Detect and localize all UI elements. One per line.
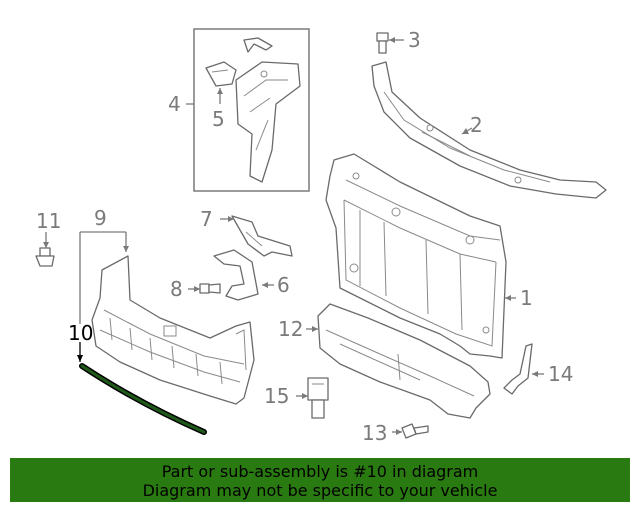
- part-2-upper-tie-bar: [371, 61, 607, 199]
- callout-7: 7: [200, 207, 213, 231]
- part-8-bolt: [199, 283, 221, 294]
- callout-10-arrowhead: [77, 355, 83, 362]
- callout-13: 13: [362, 421, 387, 445]
- part-10-highlighted-strip-fill: [80, 364, 206, 434]
- subassembly-box: [193, 28, 310, 192]
- callout-15: 15: [264, 384, 289, 408]
- callout-6: 6: [277, 273, 290, 297]
- callout-11: 11: [36, 209, 61, 233]
- callout-2: 2: [470, 113, 483, 137]
- part-11-clip: [35, 247, 55, 267]
- part-4-side-bracket: [235, 61, 301, 183]
- part-6-bracket: [213, 249, 259, 301]
- part-1-radiator-support: [325, 153, 507, 359]
- part-3-bolt: [376, 32, 389, 54]
- arrowheads: [43, 37, 538, 435]
- callout-1: 1: [520, 286, 533, 310]
- part-15-sensor: [307, 377, 329, 419]
- part-9-lower-valance: [91, 255, 255, 405]
- callout-9: 9: [94, 206, 107, 230]
- info-banner: Part or sub-assembly is #10 in diagram D…: [10, 458, 630, 502]
- parts-diagram: 1 2 3 4 5 6 7 8 9 10 11 12 13 14 15: [35, 28, 607, 445]
- part-4-clip: [243, 37, 273, 53]
- callout-14: 14: [548, 362, 573, 386]
- part-7-bracket: [231, 215, 293, 257]
- part-14-sensor-bracket: [503, 343, 533, 395]
- callout-3: 3: [408, 28, 421, 52]
- part-12-air-deflector: [317, 303, 491, 419]
- callout-12: 12: [278, 317, 303, 341]
- callout-5: 5: [212, 107, 225, 131]
- banner-line-2: Diagram may not be specific to your vehi…: [142, 481, 498, 500]
- part-5-bracket: [205, 61, 237, 87]
- banner-line-1: Part or sub-assembly is #10 in diagram: [161, 462, 479, 481]
- callout-4: 4: [168, 92, 181, 116]
- callout-10: 10: [68, 321, 93, 345]
- callout-8: 8: [170, 277, 183, 301]
- part-13-bolt: [401, 423, 429, 439]
